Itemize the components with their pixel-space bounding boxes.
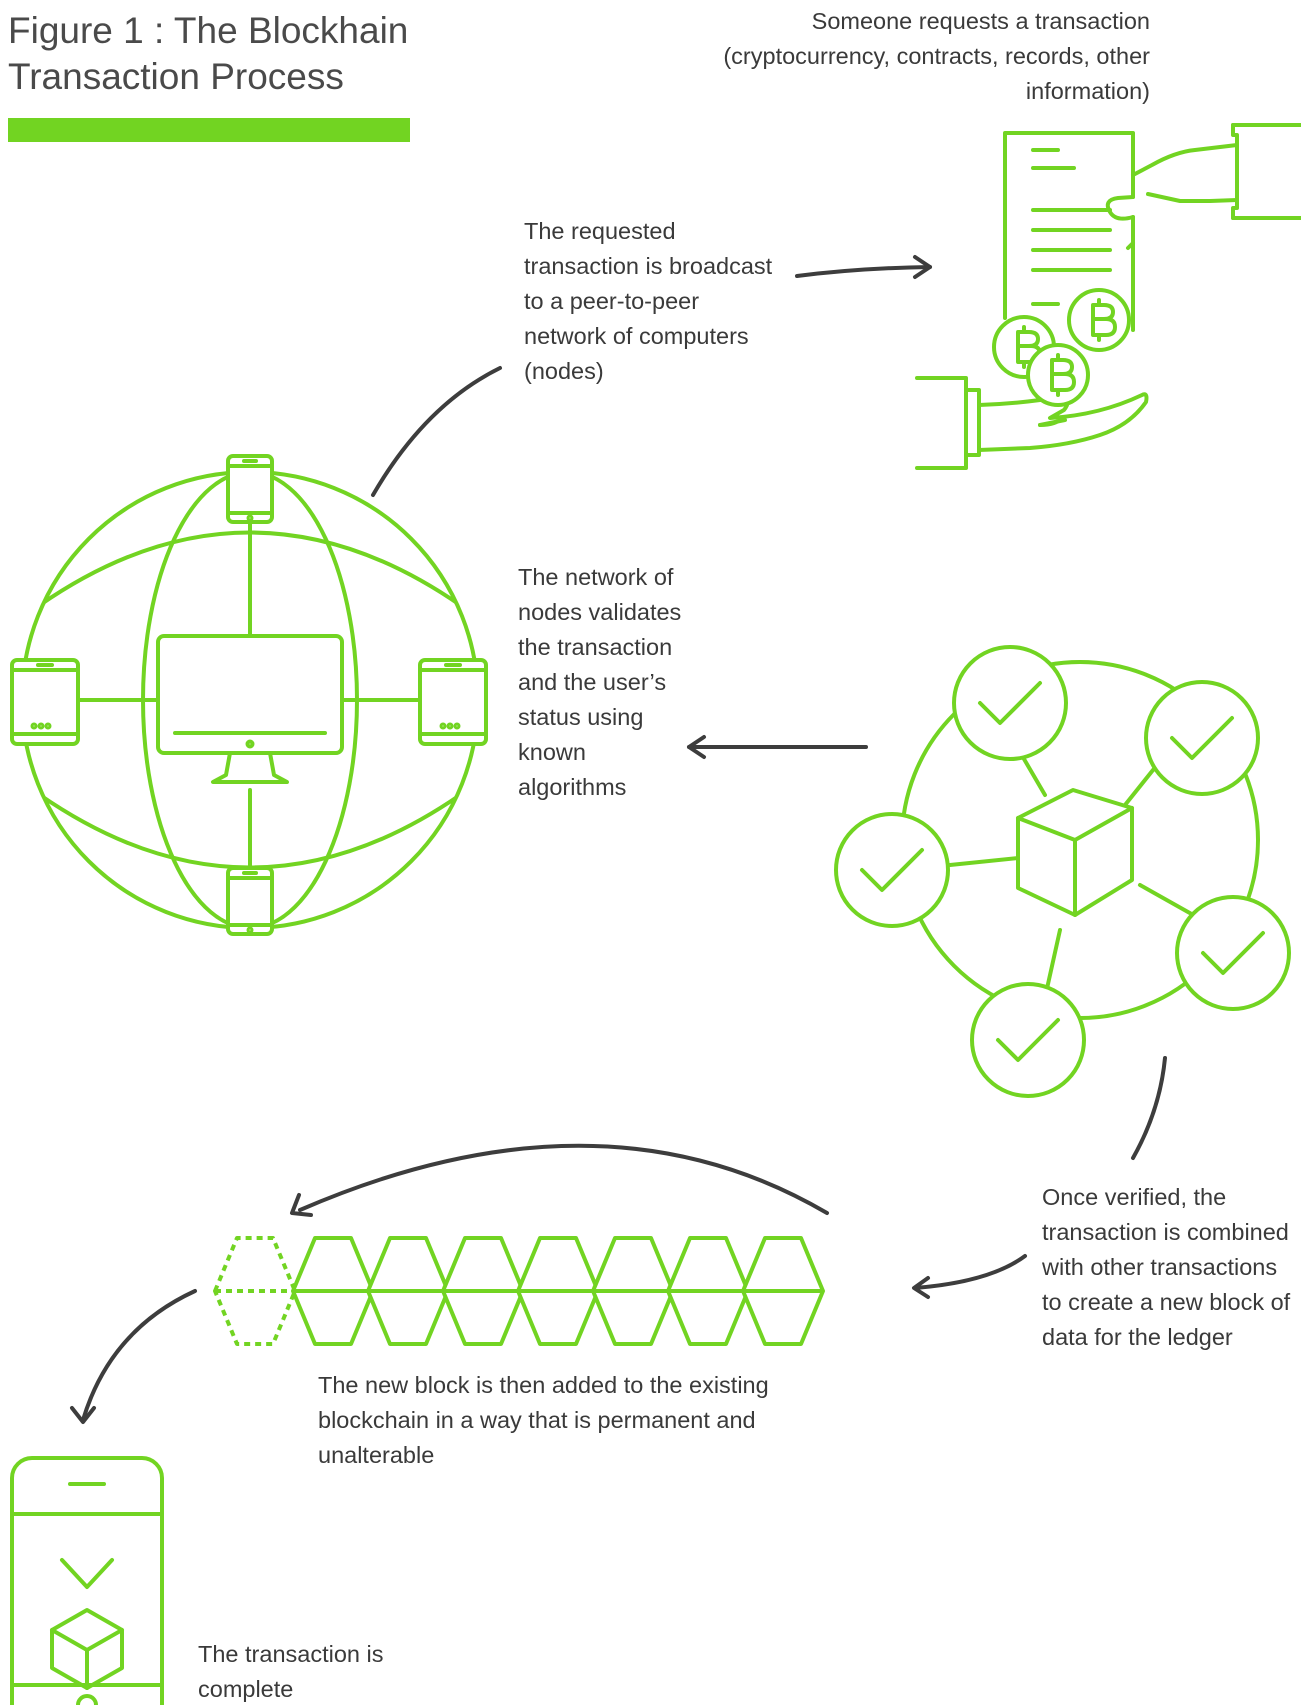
figure-title: Figure 1 : The Blockhain Transaction Pro… (8, 10, 409, 97)
ghost-block (213, 1236, 297, 1346)
step-request-text: Someone requests a transaction (cryptocu… (723, 8, 1150, 104)
connector-arc-verified (1131, 1056, 1167, 1160)
bitcoin-icon (1026, 343, 1090, 407)
chain-block (591, 1236, 675, 1346)
connector-arc-broadcast (371, 366, 502, 497)
blockchain-icon (213, 1236, 825, 1346)
chain-block (741, 1236, 825, 1346)
bitcoin-coins (992, 288, 1131, 407)
arrow-to-validate (687, 735, 868, 759)
phone-bottom-icon (226, 866, 274, 936)
phone-complete-icon (10, 1456, 164, 1705)
step-verified-text: Once verified, the transaction is combin… (1042, 1184, 1291, 1350)
tablet-left-icon (10, 658, 80, 746)
chain-block (441, 1236, 525, 1346)
step-validate-text: The network of nodes validates the trans… (518, 564, 682, 800)
chain-block (366, 1236, 450, 1346)
chain-block (666, 1236, 750, 1346)
arrow-added-to-chain (290, 1143, 829, 1217)
validated-nodes-cube-icon (834, 645, 1291, 1098)
arrow-to-new-block (912, 1254, 1027, 1299)
chain-block (291, 1236, 375, 1346)
title-underline-bar (8, 118, 410, 142)
tablet-right-icon (418, 658, 488, 746)
globe-network-devices-icon (20, 470, 480, 930)
step-broadcast-text: The requested transaction is broadcast t… (524, 218, 773, 384)
arrow-to-request (795, 255, 932, 279)
arrow-to-complete (70, 1289, 197, 1424)
phone-top-icon (226, 454, 274, 524)
step-added-text: The new block is then added to the exist… (318, 1372, 769, 1468)
chain-block (516, 1236, 600, 1346)
bitcoin-icon (1067, 288, 1131, 352)
step-complete-text: The transaction is complete (198, 1641, 384, 1702)
